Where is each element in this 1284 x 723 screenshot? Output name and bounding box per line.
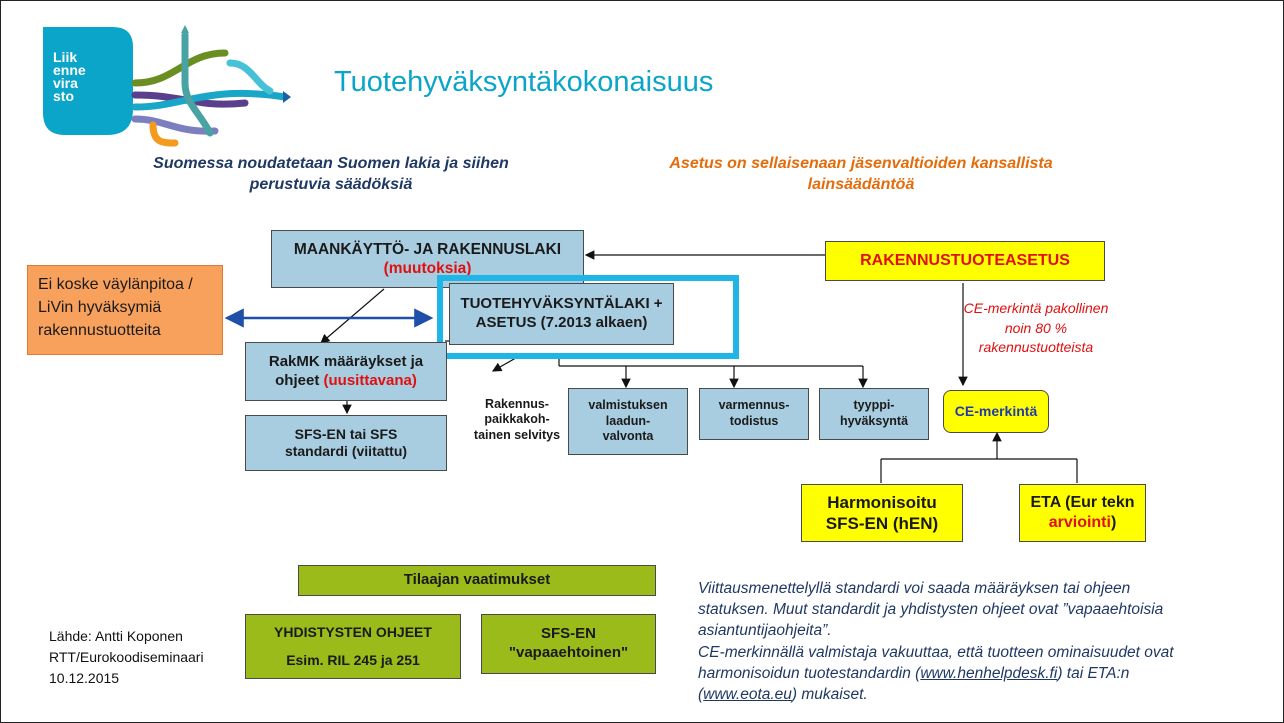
ce-text-part: ) mukaiset. — [791, 685, 868, 703]
liikennevirasto-logo — [43, 25, 291, 147]
rakmk-box: RakMK määräykset ja ohjeet (uusittavana) — [245, 342, 447, 401]
box-label: "vapaaehtoinen" — [508, 644, 629, 661]
logo-line: vira — [53, 75, 78, 91]
left-heading: Suomessa noudatetaan Suomen lakia ja sii… — [153, 155, 509, 193]
box-label: ) — [1110, 514, 1117, 531]
logo-line: sto — [53, 88, 74, 104]
box-label: todistus — [729, 414, 779, 428]
eota-link[interactable]: www.eota.eu — [703, 685, 792, 703]
box-label: SFS-EN (hEN) — [825, 514, 939, 533]
box-label: tyyppi- — [853, 398, 895, 413]
source-line: RTT/Eurokoodiseminaari — [49, 649, 204, 665]
rakennuspaikka-text: Rakennus- paikkakoh- tainen selvitys — [471, 385, 563, 455]
box-label: valmistuksen — [588, 398, 668, 413]
box-label: valvonta — [602, 429, 654, 444]
box-label: standardi (viitattu) — [284, 443, 408, 459]
box-label: Rakennus- — [485, 396, 549, 411]
box-label: SFS-EN — [540, 625, 596, 643]
slide-title: Tuotehyväksyntäkokonaisuus — [334, 66, 714, 98]
box-label-red: arviointi — [1048, 514, 1111, 531]
box-label: laadun- — [605, 413, 651, 428]
sfs-en-vapaaehtoinen-box: SFS-EN "vapaaehtoinen" — [481, 614, 656, 674]
box-label-red: (uusittavana) — [323, 371, 417, 389]
box-label: ASETUS (7.2013 alkaen) — [475, 314, 648, 331]
box-label: paikkakoh- — [484, 412, 550, 427]
source-line: Lähde: Antti Koponen — [49, 628, 183, 644]
box-label: ohjeet — [275, 371, 320, 389]
harmonisoitu-box: Harmonisoitu SFS-EN (hEN) — [801, 484, 963, 542]
right-heading: Asetus on sellaisenaan jäsenvaltioiden k… — [669, 155, 1053, 193]
source-note: Lähde: Antti Koponen RTT/Eurokoodisemina… — [49, 626, 204, 689]
rakennustuoteasetus-box: RAKENNUSTUOTEASETUS — [825, 241, 1105, 281]
sfs-standard-box: SFS-EN tai SFS standardi (viitattu) — [245, 415, 447, 471]
box-label: tainen selvitys — [473, 427, 561, 442]
tuotehyvaksyntalaki-box: TUOTEHYVÄKSYNTÄLAKI + ASETUS (7.2013 alk… — [449, 283, 674, 345]
logo-line: enne — [53, 62, 86, 78]
box-label: Esim. RIL 245 ja 251 — [286, 651, 420, 668]
box-label-red: (muutoksia) — [383, 260, 472, 277]
varmennustodistus-box: varmennus- todistus — [699, 388, 809, 440]
logo-wordmark: Liik enne vira sto — [53, 49, 86, 104]
ce-text-part: ) tai ETA:n ( — [698, 664, 1130, 703]
ce-paragraph: CE-merkinnällä valmistaja vakuuttaa, ett… — [698, 643, 1198, 706]
box-label: Harmonisoitu — [827, 492, 937, 512]
valmistuksen-laadunvalvonta-box: valmistuksen laadun- valvonta — [568, 388, 688, 455]
box-label: varmennus- — [718, 398, 790, 413]
box-label: hyväksyntä — [839, 414, 909, 428]
box-label: SFS-EN tai SFS — [294, 425, 398, 442]
callout-note: Ei koske väylänpitoa / LiVin hyväksymiä … — [27, 265, 223, 355]
logo-line: Liik — [53, 49, 78, 65]
box-label: MAANKÄYTTÖ- JA RAKENNUSLAKI — [293, 240, 562, 258]
reference-paragraph: Viittausmenettelyllä standardi voi saada… — [698, 580, 1164, 639]
yhdistysten-ohjeet-box: YHDISTYSTEN OHJEET Esim. RIL 245 ja 251 — [245, 614, 461, 679]
box-label: RakMK määräykset ja — [268, 352, 424, 370]
tyyppihyvaksynta-box: tyyppi- hyväksyntä — [819, 388, 929, 440]
henhelpdesk-link[interactable]: www.henhelpdesk.fi — [920, 664, 1058, 682]
tilaajan-vaatimukset-box: Tilaajan vaatimukset — [298, 565, 656, 596]
ce-merkinta-box: CE-merkintä — [943, 390, 1049, 433]
eta-box: ETA (Eur tekn arviointi) — [1019, 484, 1146, 542]
source-line: 10.12.2015 — [49, 670, 120, 686]
box-label: TUOTEHYVÄKSYNTÄLAKI + — [460, 295, 663, 313]
box-label: YHDISTYSTEN OHJEET — [274, 624, 432, 640]
ce-text-part: CE-merkinnällä valmistaja vakuuttaa, ett… — [698, 644, 1174, 682]
box-label: ETA (Eur tekn — [1030, 494, 1135, 511]
ce-required-note: CE-merkintä pakollinen noin 80 % rakennu… — [963, 300, 1109, 356]
highlight-frame — [437, 275, 739, 359]
